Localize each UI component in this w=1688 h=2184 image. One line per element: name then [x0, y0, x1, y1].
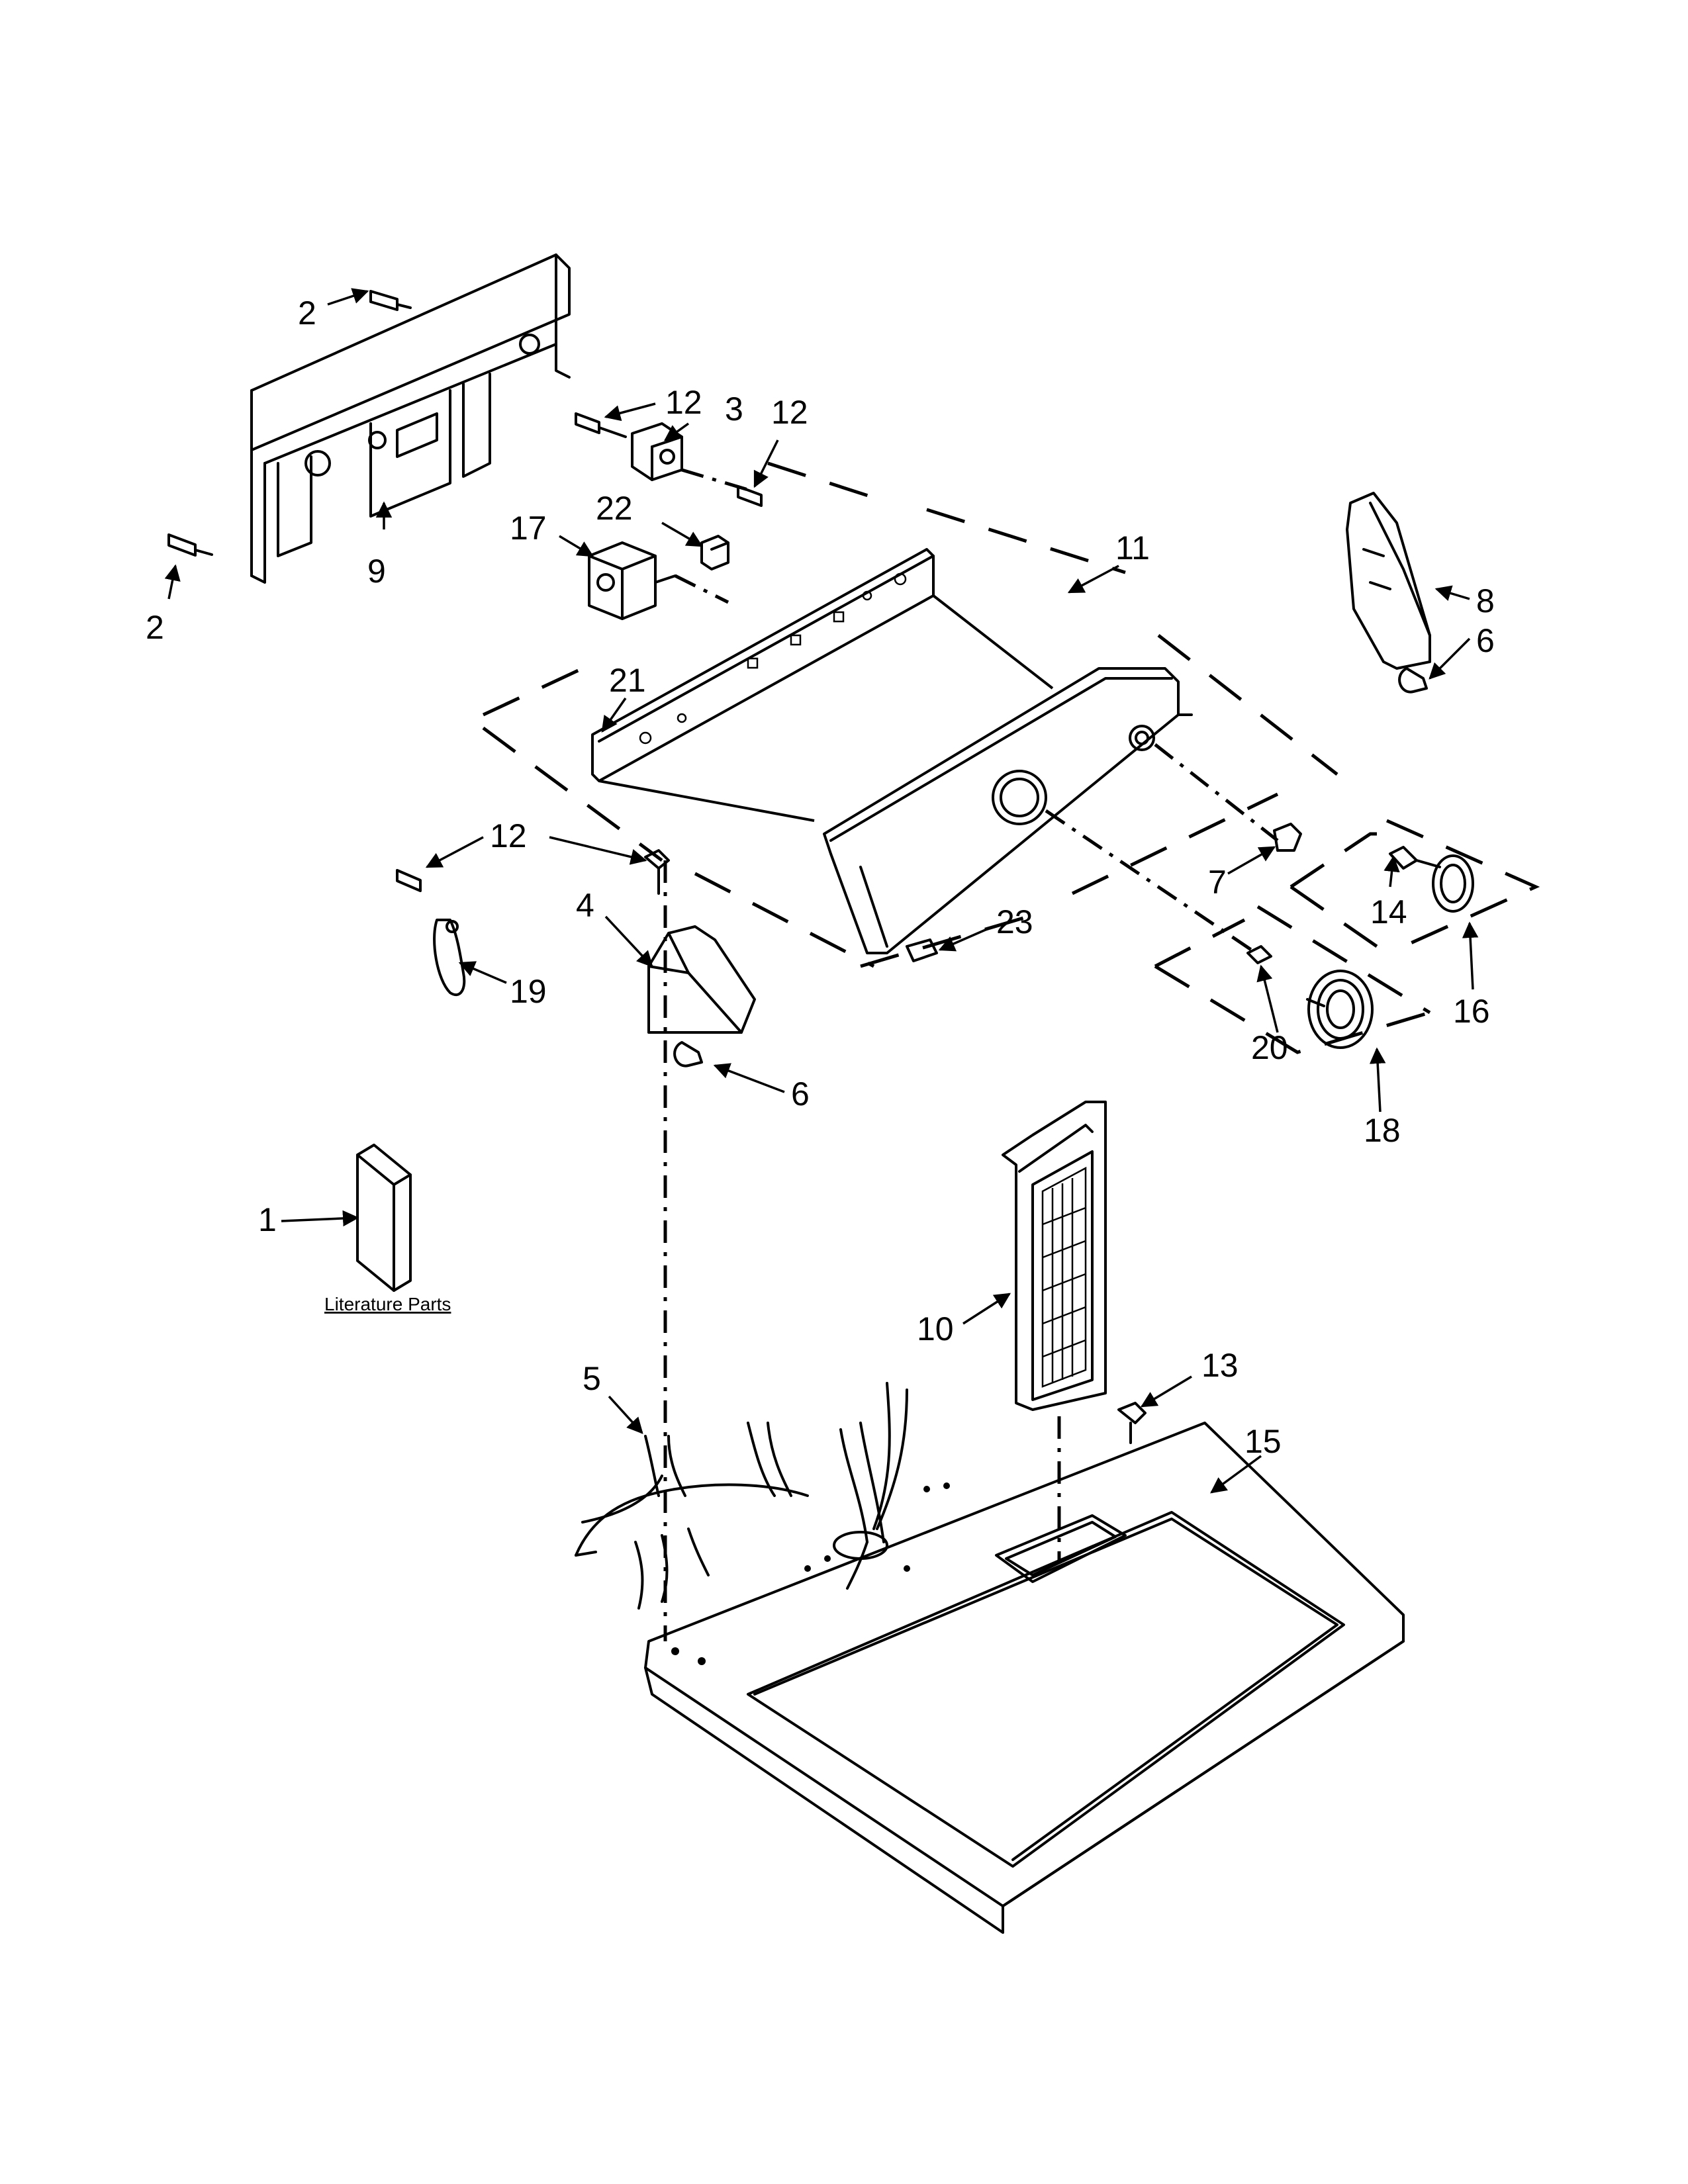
callout-labels: 2 2 9 12 3 12 17 22 11 21 8 6 12 7 14 4 … — [146, 295, 1495, 1460]
screw-part-13 — [1117, 1402, 1147, 1444]
screw-12-left-of-3 — [575, 412, 627, 438]
callout-3: 3 — [725, 390, 743, 428]
callout-1: 1 — [258, 1201, 277, 1238]
callout-21: 21 — [609, 662, 646, 699]
clip-part-6-right — [1398, 667, 1428, 694]
align-line-switch — [681, 468, 749, 492]
screw-2-lower — [167, 533, 213, 557]
callout-14: 14 — [1370, 893, 1407, 931]
callout-19: 19 — [510, 973, 547, 1010]
callout-20: 20 — [1251, 1029, 1288, 1066]
top-panel-part-15 — [644, 1422, 1405, 1934]
timer-part-17 — [588, 541, 677, 620]
callout-16: 16 — [1453, 993, 1490, 1030]
align-line-timer — [674, 574, 729, 604]
console-panel — [823, 667, 1193, 954]
pad-part-23 — [906, 938, 938, 962]
callout-2-upper: 2 — [298, 295, 316, 332]
knob-group-part-18 — [1154, 905, 1431, 1054]
bushing-part-7 — [1273, 823, 1302, 852]
callout-2-lower: 2 — [146, 609, 164, 646]
callout-6-left: 6 — [791, 1075, 810, 1113]
screw-2-upper — [369, 290, 412, 311]
callout-22: 22 — [596, 490, 633, 527]
screw-12-above-4 — [644, 849, 670, 895]
switch-box-part-3 — [631, 422, 683, 481]
callout-8: 8 — [1476, 582, 1495, 619]
callout-12-mid: 12 — [490, 817, 527, 854]
rear-bracket-panel — [250, 253, 571, 584]
end-cap-part-4 — [647, 925, 756, 1034]
wire-harness-part-5 — [575, 1382, 908, 1610]
align-line-knob-7 — [1154, 743, 1279, 842]
screw-12-right-of-3 — [737, 485, 763, 507]
literature-part-1 — [356, 1144, 412, 1292]
align-line-knob-18 — [1045, 809, 1252, 952]
callout-4: 4 — [576, 887, 594, 924]
callout-7: 7 — [1208, 864, 1227, 901]
callout-13: 13 — [1201, 1347, 1239, 1384]
callout-18: 18 — [1364, 1112, 1401, 1149]
lint-screen-part-10 — [1002, 1101, 1107, 1411]
callout-17: 17 — [510, 510, 547, 547]
knob-group-part-16 — [1289, 819, 1540, 948]
connector-part-22 — [700, 535, 729, 570]
rail-to-console-line-lower — [598, 780, 815, 822]
callout-12-top-left: 12 — [665, 384, 702, 421]
rail-to-console-line-upper — [932, 594, 1054, 690]
callout-11: 11 — [1115, 529, 1150, 567]
end-cap-part-8 — [1346, 492, 1431, 670]
callout-10: 10 — [917, 1310, 954, 1347]
callout-arrows — [164, 288, 1479, 1494]
callout-23: 23 — [996, 903, 1033, 940]
callout-5: 5 — [583, 1360, 601, 1397]
callout-6-right: 6 — [1476, 622, 1495, 659]
strain-relief-part-19 — [396, 869, 466, 997]
clip-part-6-left — [673, 1041, 703, 1068]
callout-15: 15 — [1244, 1423, 1282, 1460]
literature-parts-label: Literature Parts — [324, 1294, 451, 1314]
callout-9: 9 — [367, 553, 386, 590]
callout-12-top-right: 12 — [771, 394, 808, 431]
